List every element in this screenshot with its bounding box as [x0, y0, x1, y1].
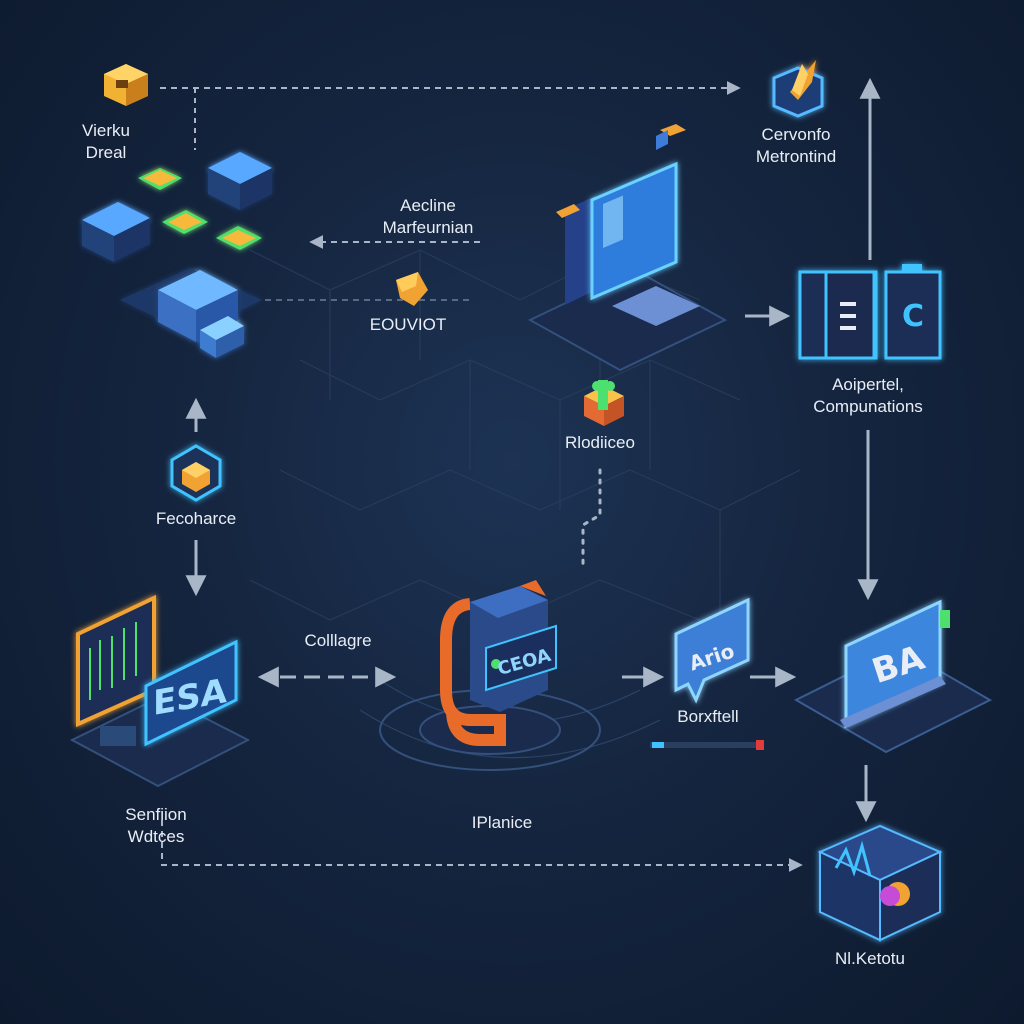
- label-line: Compunations: [813, 397, 923, 416]
- server-cluster-icon: [82, 152, 272, 358]
- label-line: Borxftell: [677, 707, 739, 726]
- screen-icon: [69, 594, 251, 788]
- label-aoipertel: Aoipertel, Compunations: [813, 374, 923, 418]
- label-aecline: Aecline Marfeurnian: [383, 195, 474, 239]
- label-line: Senfiion: [125, 805, 187, 824]
- label-line: EOUVIOT: [369, 315, 447, 334]
- hexagon-icon: [170, 444, 222, 502]
- label-fecoharce: Fecoharce: [156, 508, 236, 530]
- machine-icon: [379, 580, 601, 771]
- connectors: [160, 77, 881, 872]
- label-line: Dreal: [85, 143, 127, 162]
- background-circuit-lines: [249, 249, 801, 759]
- label-iplanice: IPlanice: [472, 812, 532, 834]
- chat-icon: [674, 597, 750, 704]
- label-senfiion: Senfiion Wdtces: [125, 804, 186, 848]
- label-eouviot: EOUVIOT: [370, 314, 447, 336]
- label-cervonfo: Cervonfo Metrontind: [756, 124, 836, 168]
- label-line: IPlanice: [471, 813, 533, 832]
- connector-gift-dotted: [581, 468, 602, 572]
- computer-terminal-icon: [527, 124, 728, 372]
- chip-icon: [216, 226, 262, 250]
- panel-icon: [798, 264, 942, 360]
- label-line: Cervonfo: [761, 125, 831, 144]
- label-colllagre: Colllagre: [304, 630, 371, 652]
- label-line: Fecoharce: [155, 509, 237, 528]
- cube-icon: [104, 64, 148, 106]
- gem-icon: [396, 272, 428, 306]
- box-icon: [772, 60, 824, 118]
- gift-icon: [584, 380, 624, 426]
- label-rlodiiceo: Rlodiiceo: [565, 432, 635, 454]
- label-line: Nl.Ketotu: [835, 949, 905, 968]
- storage-cube-icon: [817, 824, 943, 942]
- label-line: Aecline: [400, 196, 456, 215]
- label-line: Vierku: [82, 121, 130, 140]
- label-nlketotu: Nl.Ketotu: [835, 948, 905, 970]
- label-borxftell: Borxftell: [677, 706, 738, 728]
- progress-strip: [650, 740, 764, 750]
- connector-bottom-dashed: [161, 820, 803, 872]
- label-vierku-dreal: Vierku Dreal: [82, 120, 130, 164]
- device-icon: [793, 599, 993, 754]
- label-line: Wdtces: [127, 827, 185, 846]
- chip-icon: [138, 168, 182, 190]
- label-line: Rlodiiceo: [565, 433, 635, 452]
- chip-icon: [162, 210, 208, 234]
- label-line: Metrontind: [755, 147, 837, 166]
- label-line: Marfeurnian: [382, 218, 474, 237]
- panel-right-glyph: C: [902, 299, 924, 334]
- label-line: Aoipertel,: [832, 375, 904, 394]
- label-line: Colllagre: [304, 631, 372, 650]
